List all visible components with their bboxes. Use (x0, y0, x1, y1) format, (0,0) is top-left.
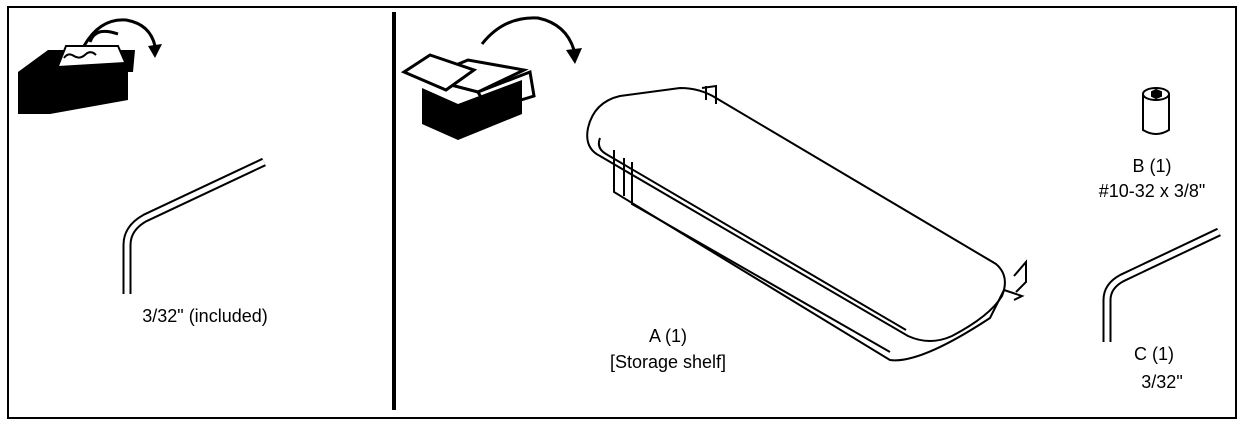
part-b-description: #10-32 x 3/8" (1098, 181, 1206, 201)
panel-divider (392, 12, 396, 410)
included-hex-key-label: 3/32" (included) (142, 306, 268, 326)
arrow-icon (480, 16, 582, 64)
diagram-frame (7, 6, 1237, 419)
arrow-icon (82, 18, 162, 58)
part-c-description: 3/32" (1141, 372, 1183, 392)
part-c-label: C (1) (1134, 344, 1174, 364)
hex-key-icon (122, 157, 266, 294)
hex-key-icon (1102, 227, 1221, 342)
screw-icon (1142, 87, 1170, 135)
box-icon (400, 53, 536, 140)
part-b-label: B (1) (1132, 156, 1172, 176)
shelf-icon (586, 84, 1027, 362)
part-a-label: A (1) (648, 326, 687, 346)
part-a-description: [Storage shelf] (609, 352, 727, 372)
toolbox-icon (18, 29, 135, 114)
